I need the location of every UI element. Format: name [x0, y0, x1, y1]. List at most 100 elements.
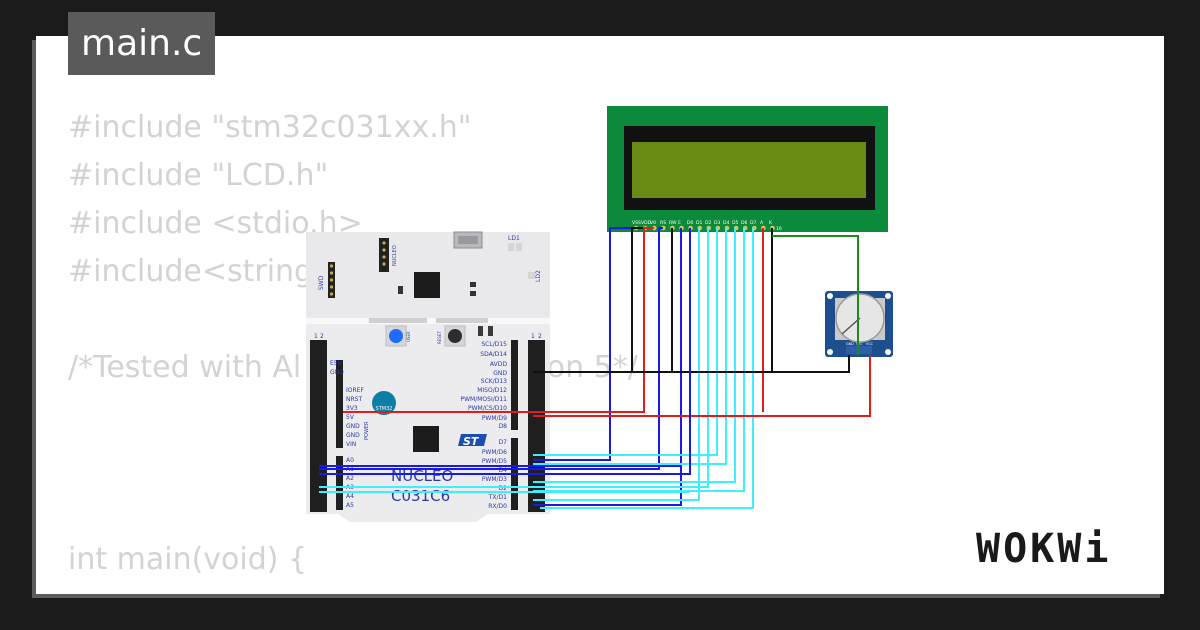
wokwi-logo: WOKWi	[976, 526, 1112, 572]
pin-label: 5V	[346, 414, 355, 421]
header-number-2: 2	[320, 333, 324, 340]
pin-label: A0	[346, 457, 354, 464]
wire-blue[interactable]	[533, 228, 682, 506]
nucleo-board[interactable]: SWD NUCLEO LD1 LD2 USER RESET	[306, 231, 550, 522]
pin-label: RX/D0	[488, 503, 507, 510]
lcd-pin-label: D7	[750, 220, 757, 226]
wire-cyan[interactable]	[533, 228, 700, 501]
led-ld2-icon	[528, 272, 535, 279]
lcd-pin-label: RW	[669, 220, 677, 226]
lcd-pin-number: 16	[776, 226, 782, 232]
wire-red[interactable]	[343, 227, 654, 413]
pin-label: A2	[346, 475, 354, 482]
nucleo-jumper-label: NUCLEO	[392, 245, 398, 266]
power-header	[336, 360, 343, 448]
wire-cyan[interactable]	[319, 228, 709, 488]
analog-header	[336, 456, 343, 510]
lcd-pin-label: D4	[723, 220, 730, 226]
pot-pin-label: SIG	[856, 342, 862, 346]
lcd-pin-label: RS	[660, 220, 666, 226]
wire-cyan[interactable]	[533, 228, 718, 456]
lcd-pin-label: E	[678, 220, 681, 226]
code-line: #include "stm32c031xx.h"	[68, 110, 472, 145]
pin-label: GND	[346, 423, 360, 430]
pot-pin-label: VCC	[866, 342, 874, 346]
svg-text:ST: ST	[463, 435, 480, 448]
pin-label: MISO/D12	[477, 387, 507, 394]
lcd-pin-label: D6	[741, 220, 748, 226]
pin-label: PWM/D5	[482, 458, 507, 465]
user-label: USER	[406, 331, 411, 342]
pin-label: D2	[499, 485, 508, 492]
code-line: #include "LCD.h"	[68, 158, 329, 193]
pin-label: PWM/D6	[482, 449, 507, 456]
wire-green[interactable]	[772, 235, 859, 355]
code-line: #include <stdio.h>	[68, 206, 363, 241]
board-name-line2: C031C6	[391, 487, 450, 505]
wire-blue[interactable]	[319, 227, 663, 470]
pin-label: SCK/D13	[481, 378, 507, 385]
pin-label: E5V	[330, 360, 343, 367]
user-button[interactable]	[389, 329, 403, 343]
lcd-screen	[632, 142, 866, 198]
wire-red[interactable]	[533, 355, 871, 417]
wire-cyan[interactable]	[533, 228, 745, 492]
lcd-pin-label: A	[760, 220, 764, 226]
lcd-pin-label: V0	[650, 220, 656, 226]
code-line: #include<string	[68, 254, 314, 289]
lcd-pin-label: VDD	[641, 220, 652, 226]
mcu-chip-icon	[413, 426, 439, 452]
pot-pin-label: GND	[846, 342, 854, 346]
power-label: POWER	[364, 421, 370, 440]
header-number-2: 2	[538, 333, 542, 340]
pin-label: D4	[499, 467, 508, 474]
board-name-line1: NUCLEO	[391, 467, 453, 485]
lcd-1602[interactable]: VSS VDD V0 RS RW E D0 D1 D2 D3 D4 D5 D6 …	[607, 106, 888, 232]
file-tab[interactable]: main.c	[68, 12, 216, 75]
pin-label: A5	[346, 502, 354, 509]
code-line: int main(void) {	[68, 542, 308, 577]
pot-pin-labels: GND SIG VCC	[846, 342, 874, 346]
main-board-section	[306, 322, 550, 522]
stm32-label: STM32	[376, 406, 393, 412]
lcd-pin[interactable]	[661, 225, 666, 231]
pin-label: A4	[346, 493, 354, 500]
wire-cyan[interactable]	[533, 228, 727, 465]
ld2-label: LD2	[535, 270, 542, 282]
pin-label: D7	[499, 439, 508, 446]
st-logo-icon	[458, 434, 487, 446]
wire-blue[interactable]	[319, 228, 691, 475]
pin-label: PWM/MOSI/D11	[460, 396, 507, 403]
pin-label: GND	[346, 432, 360, 439]
lcd-pin-label: D5	[732, 220, 739, 226]
lcd-pin-label: D0	[687, 220, 694, 226]
wire-cyan[interactable]	[533, 228, 736, 483]
lcd-pin-label: D2	[705, 220, 712, 226]
wire-blue[interactable]	[533, 227, 636, 461]
jumper-header	[379, 238, 389, 272]
header-number-1: 1	[314, 333, 318, 340]
ld1-label: LD1	[508, 235, 520, 242]
reset-button[interactable]	[448, 329, 462, 343]
wire-cyan[interactable]	[540, 228, 754, 509]
lcd-pin-labels: VSS VDD V0 RS RW E D0 D1 D2 D3 D4 D5 D6 …	[632, 220, 782, 232]
pin-label: PWM/CS/D10	[468, 405, 507, 412]
stlink-chip-icon	[414, 272, 440, 298]
pin-label: GND	[493, 370, 507, 377]
pin-label: PWM/D9	[482, 415, 507, 422]
lcd-pin-label: D3	[714, 220, 721, 226]
lcd-pin[interactable]	[651, 225, 657, 231]
pin-label: TX/D1	[488, 494, 507, 501]
wires	[319, 227, 871, 509]
header-number-1: 1	[531, 333, 535, 340]
code-preview: #include "stm32c031xx.h" #include "LCD.h…	[68, 104, 638, 584]
lcd-pin-label: D1	[696, 220, 703, 226]
wire-black[interactable]	[533, 355, 850, 373]
stm32-logo-icon	[372, 391, 396, 415]
pin-label: SDA/D14	[480, 351, 507, 358]
digital-header-high	[511, 340, 518, 430]
swd-header	[328, 262, 335, 298]
pin-label: NRST	[346, 396, 362, 403]
led-ld1-icon	[508, 243, 514, 251]
